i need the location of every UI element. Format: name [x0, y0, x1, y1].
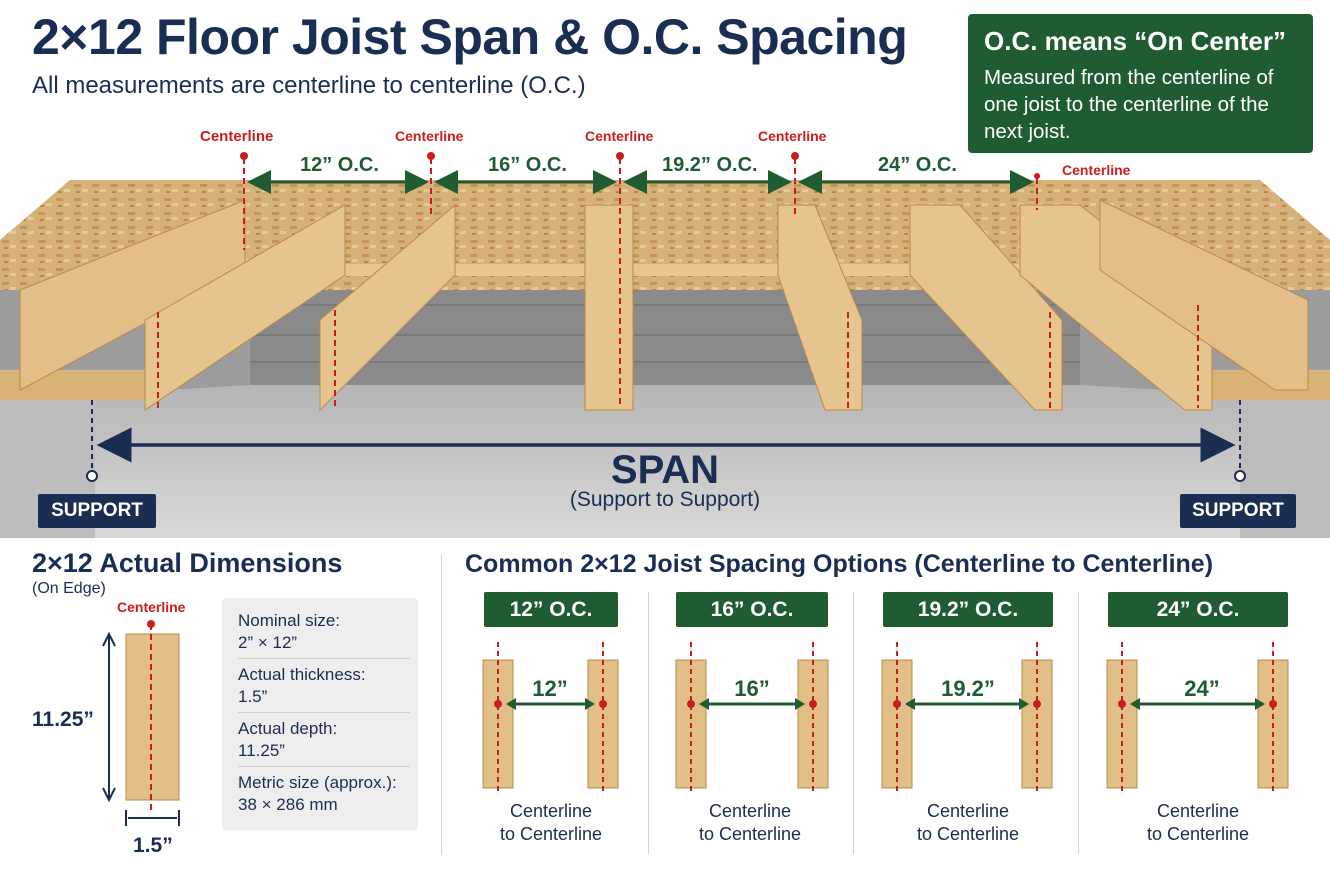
support-label-right: SUPPORT [1180, 494, 1296, 528]
dimension-label: Actual depth: [238, 719, 338, 738]
dimension-value: 38 × 286 mm [238, 795, 338, 814]
spacing-label-12: 12” O.C. [300, 154, 379, 176]
thickness-label: 1.5” [133, 834, 173, 857]
floor-joist-illustration [0, 152, 1330, 538]
footer-line: to Centerline [698, 824, 802, 844]
spacing-options-title: Common 2×12 Joist Spacing Options (Cente… [465, 550, 1214, 578]
spacing-badge-19-2: 19.2” O.C. [883, 592, 1053, 627]
spacing-label-16: 16” O.C. [488, 154, 567, 176]
footer-line: Centerline [926, 801, 1010, 821]
spacing-distance-19-2: 19.2” [941, 676, 995, 701]
joist-group [19, 199, 1309, 412]
centerline-label: Centerline [395, 128, 464, 144]
footer-line: Centerline [1156, 801, 1240, 821]
footer-line: to Centerline [1146, 824, 1250, 844]
dimension-row: Nominal size: 2” × 12” [238, 610, 410, 654]
page-title: 2×12 Floor Joist Span & O.C. Spacing [32, 9, 908, 65]
centerline-label: Centerline [758, 128, 827, 144]
centerline-marks [157, 158, 1199, 408]
spacing-diagram-19-2 [881, 642, 1053, 792]
spacing-badge-12: 12” O.C. [484, 592, 618, 627]
spacing-diagram-12 [482, 642, 619, 792]
span-label: SPAN [610, 448, 720, 492]
spacing-badge-24: 24” O.C. [1108, 592, 1288, 627]
footer-line: Centerline [509, 801, 593, 821]
depth-label: 11.25” [32, 708, 94, 731]
spacing-distance-24: 24” [1184, 676, 1220, 701]
spacing-badge-16: 16” O.C. [676, 592, 828, 627]
spacing-diagram-16 [675, 642, 829, 792]
dimension-row: Metric size (approx.): 38 × 286 mm [238, 772, 410, 816]
spacing-footer-12: Centerline to Centerline [471, 800, 631, 846]
dimension-label: Nominal size: [238, 611, 341, 630]
dimension-row: Actual thickness: 1.5” [238, 664, 410, 708]
footer-line: Centerline [708, 801, 792, 821]
dimensions-title: 2×12 Actual Dimensions [32, 548, 343, 578]
centerline-label: Centerline [1062, 162, 1131, 178]
page-subtitle: All measurements are centerline to cente… [32, 72, 586, 99]
dimension-label: Actual thickness: [238, 665, 366, 684]
span-sublabel: (Support to Support) [569, 488, 761, 511]
spacing-label-24: 24” O.C. [878, 154, 957, 176]
oc-definition-box: O.C. means “On Center” Measured from the… [968, 14, 1313, 153]
spacing-distance-16: 16” [734, 676, 770, 701]
spacing-footer-19-2: Centerline to Centerline [888, 800, 1048, 846]
spacing-footer-24: Centerline to Centerline [1118, 800, 1278, 846]
footer-line: to Centerline [499, 824, 603, 844]
support-label-left: SUPPORT [38, 494, 156, 528]
centerline-label: Centerline [585, 128, 654, 144]
oc-definition-heading: O.C. means “On Center” [984, 26, 1286, 56]
oc-definition-body: Measured from the centerline of one jois… [984, 66, 1274, 143]
dimensions-table: Nominal size: 2” × 12” Actual thickness:… [222, 598, 418, 830]
joist-cross-section [102, 620, 180, 826]
centerline-label: Centerline [117, 599, 186, 615]
dimension-value: 1.5” [238, 687, 268, 706]
spacing-diagram-24 [1106, 642, 1289, 792]
dimension-row: Actual depth: 11.25” [238, 718, 410, 762]
dimension-label: Metric size (approx.): [238, 773, 397, 792]
dimensions-subtitle: (On Edge) [32, 580, 106, 597]
centerline-label: Centerline [200, 128, 274, 145]
spacing-distance-12: 12” [532, 676, 568, 701]
spacing-label-19-2: 19.2” O.C. [662, 154, 758, 176]
dimension-value: 2” × 12” [238, 633, 298, 652]
footer-line: to Centerline [916, 824, 1020, 844]
spacing-footer-16: Centerline to Centerline [670, 800, 830, 846]
dimension-value: 11.25” [238, 741, 285, 760]
